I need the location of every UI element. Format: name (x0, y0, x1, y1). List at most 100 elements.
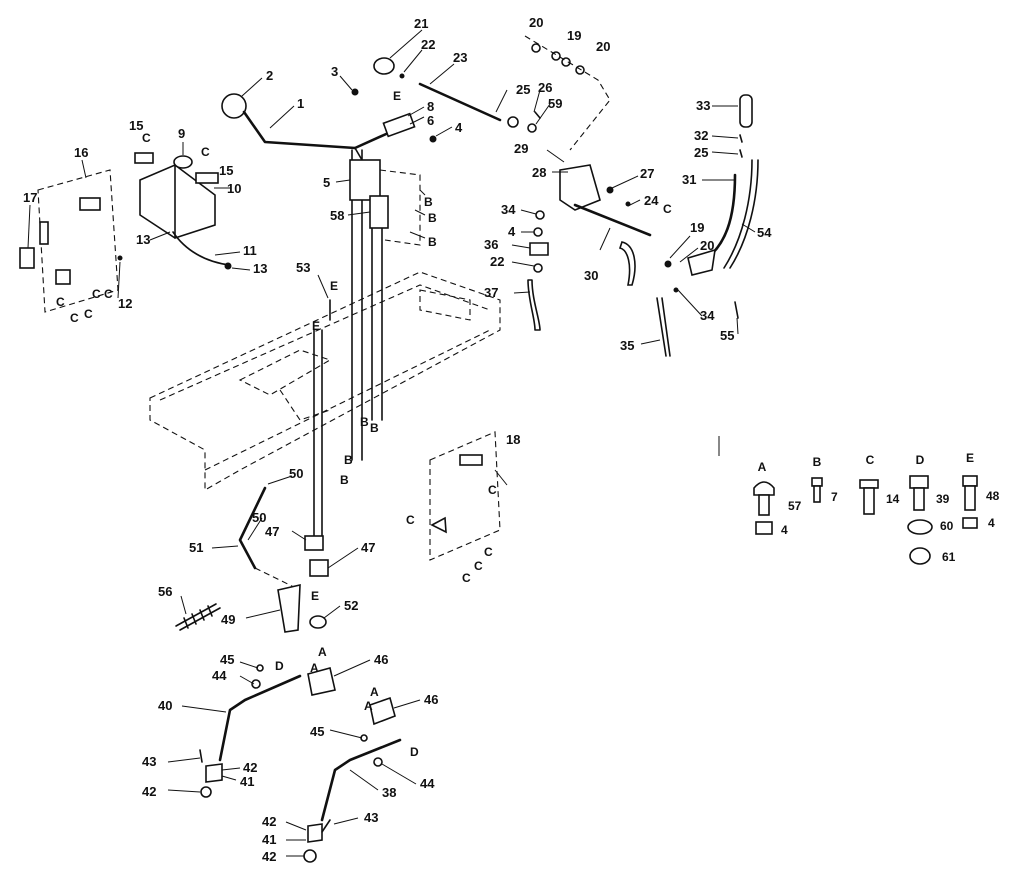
hardware-key-header-e: E (966, 451, 974, 465)
letter-c-k: C (484, 545, 493, 559)
callout-35: 35 (620, 338, 634, 353)
callout-55: 55 (720, 328, 734, 343)
callout-40: 40 (158, 698, 172, 713)
callout-54: 54 (757, 225, 772, 240)
hardware-key-extra-4a: 4 (781, 523, 788, 537)
letter-c-b: C (201, 145, 210, 159)
callout-43-a: 43 (142, 754, 156, 769)
callout-3: 3 (331, 64, 338, 79)
callout-15-b: 15 (219, 163, 233, 178)
callout-10: 10 (227, 181, 241, 196)
callout-20-b: 20 (596, 39, 610, 54)
hardware-key-part-7: 7 (831, 490, 838, 504)
right-control-assembly (527, 94, 759, 357)
letter-c-c: C (56, 295, 65, 309)
callout-13-a: 13 (136, 232, 150, 247)
right-side-panel (429, 431, 501, 561)
callout-20-a: 20 (529, 15, 543, 30)
callout-16: 16 (74, 145, 88, 160)
leader-lines (27, 29, 756, 857)
hardware-key-header-b: B (813, 455, 822, 469)
callout-17: 17 (23, 190, 37, 205)
callout-46-b: 46 (424, 692, 438, 707)
letter-b-g: B (340, 473, 349, 487)
callout-42-b: 42 (142, 784, 156, 799)
pedal-arms (199, 664, 402, 863)
callout-labels: 2 1 3 8 6 4 5 58 15 9 15 10 11 13 13 12 … (23, 15, 772, 864)
callout-20-c: 20 (700, 238, 714, 253)
letter-d-b: D (410, 745, 419, 759)
callout-41-a: 41 (240, 774, 254, 789)
hardware-key-header-c: C (866, 453, 875, 467)
callout-50-b: 50 (252, 510, 266, 525)
callout-42-c: 42 (262, 814, 276, 829)
tank-assembly (134, 152, 232, 270)
letter-c-g: C (104, 287, 113, 301)
letter-marks: E E E E B B B B B B B C C C C C C C C C … (56, 89, 672, 759)
main-frame (149, 271, 501, 491)
letter-e-d: E (311, 589, 319, 603)
callout-58: 58 (330, 208, 344, 223)
callout-30: 30 (584, 268, 598, 283)
callout-2: 2 (266, 68, 273, 83)
callout-45-b: 45 (310, 724, 324, 739)
hardware-key: A B C D E 57 7 14 39 48 4 60 4 61 (718, 436, 1000, 565)
callout-13-b: 13 (253, 261, 267, 276)
callout-32: 32 (694, 128, 708, 143)
letter-a-c: A (370, 685, 379, 699)
letter-c-f: C (92, 287, 101, 301)
callout-47-a: 47 (265, 524, 279, 539)
callout-6: 6 (427, 113, 434, 128)
letter-a-b: A (310, 661, 319, 675)
callout-1: 1 (297, 96, 304, 111)
letter-a-a: A (318, 645, 327, 659)
lower-linkage (175, 486, 329, 633)
letter-e-c: E (312, 319, 320, 333)
callout-47-b: 47 (361, 540, 375, 555)
callout-43-b: 43 (364, 810, 378, 825)
callout-4-a: 4 (455, 120, 463, 135)
callout-41-b: 41 (262, 832, 276, 847)
letter-b-c: B (428, 235, 437, 249)
knob-2 (221, 93, 247, 119)
hardware-key-part-48: 48 (986, 489, 1000, 503)
callout-26: 26 (538, 80, 552, 95)
vertical-shafts (313, 149, 383, 541)
callout-38: 38 (382, 785, 396, 800)
callout-44-b: 44 (420, 776, 435, 791)
callout-42-a: 42 (243, 760, 257, 775)
hardware-key-header-a: A (758, 460, 767, 474)
callout-4-b: 4 (508, 224, 516, 239)
callout-34-b: 34 (700, 308, 715, 323)
callout-37: 37 (484, 285, 498, 300)
letter-c-j: C (488, 483, 497, 497)
callout-18: 18 (506, 432, 520, 447)
callout-52: 52 (344, 598, 358, 613)
callout-25-b: 25 (694, 145, 708, 160)
callout-19-b: 19 (690, 220, 704, 235)
letter-e-b: E (330, 279, 338, 293)
letter-b-e: B (370, 421, 379, 435)
callout-5: 5 (323, 175, 330, 190)
callout-28: 28 (532, 165, 546, 180)
callout-45-a: 45 (220, 652, 234, 667)
callout-21: 21 (414, 16, 428, 31)
hardware-key-part-39: 39 (936, 492, 950, 506)
hardware-key-part-14: 14 (886, 492, 900, 506)
hardware-key-extra-60: 60 (940, 519, 954, 533)
callout-31: 31 (682, 172, 696, 187)
letter-d-a: D (275, 659, 284, 673)
callout-59: 59 (548, 96, 562, 111)
callout-46-a: 46 (374, 652, 388, 667)
linkage-rod (373, 35, 611, 151)
callout-23: 23 (453, 50, 467, 65)
callout-8: 8 (427, 99, 434, 114)
left-side-panel (19, 169, 123, 313)
letter-c-a: C (142, 131, 151, 145)
hardware-key-extra-61: 61 (942, 550, 956, 564)
callout-42-d: 42 (262, 849, 276, 864)
letter-a-d: A (364, 699, 373, 713)
letter-c-d: C (70, 311, 79, 325)
callout-9: 9 (178, 126, 185, 141)
